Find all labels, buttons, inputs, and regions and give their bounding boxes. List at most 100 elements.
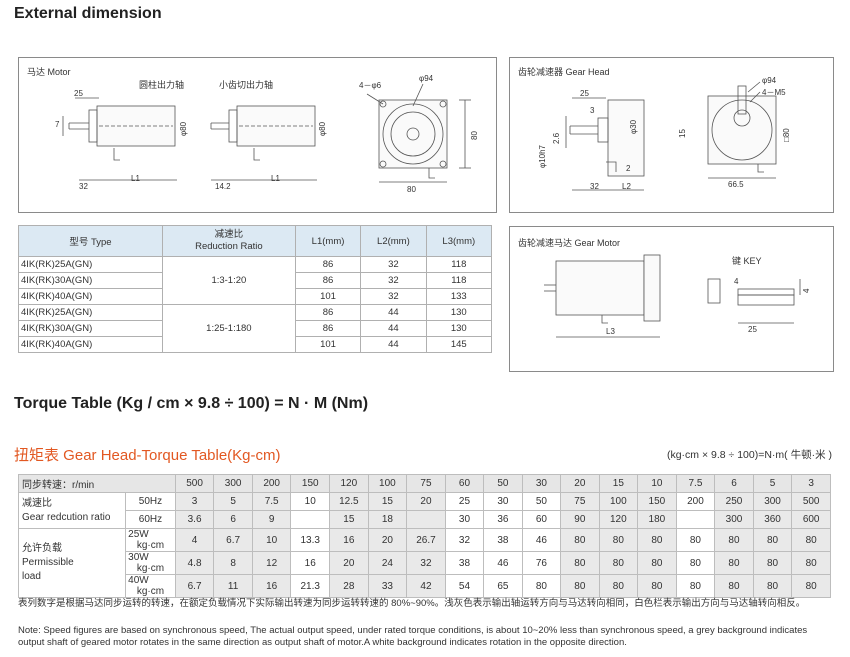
load-cell: 80 (560, 528, 600, 552)
torque-heading: Torque Table (Kg / cm × 9.8 ÷ 100) = N ·… (14, 395, 369, 412)
load-cell: 80 (714, 551, 754, 575)
spec-l1: 101 (294, 288, 362, 305)
table-row: 4IK(RK)25A(GN) 1:25-1:180 86 44 130 (18, 304, 493, 353)
load-cell: 76 (521, 551, 562, 575)
ratio-cell: 12.5 (329, 492, 369, 511)
ratio-cell: 15 (367, 492, 408, 511)
spec-header-l2: L2(mm) (360, 225, 427, 257)
spec-l1: 86 (294, 320, 362, 337)
gh-dim-15: 15 (678, 129, 687, 138)
torque-unit-note: (kg·cm × 9.8 ÷ 100)=N·m( 牛顿·米 ) (666, 449, 832, 461)
spec-type: 4IK(RK)25A(GN) (18, 256, 163, 273)
load-cell: 12 (251, 551, 292, 575)
motor-dim-7: 7 (55, 120, 60, 129)
motor-dim-phi94: φ94 (419, 74, 434, 83)
spec-l1: 86 (294, 304, 362, 321)
ratio-cell: 360 (752, 510, 793, 529)
ratio-cell: 3.6 (174, 510, 215, 529)
sync-speed-label: 同步转速：r/min (18, 474, 176, 493)
load-cell: 80 (791, 574, 831, 598)
torque-table-title: 扭矩表 Gear Head-Torque Table(Kg-cm) (14, 447, 281, 464)
torque-table: 同步转速：r/min 500 300 200 150 120 100 75 60… (17, 474, 831, 598)
gh-dim-32: 32 (590, 182, 599, 191)
spec-l1: 101 (294, 336, 362, 353)
spec-l2: 44 (360, 304, 427, 321)
load-cell: 42 (406, 574, 446, 598)
ratio-cell: 20 (406, 492, 446, 511)
ratio-cell: 90 (560, 510, 600, 529)
spec-l2: 44 (360, 336, 427, 353)
load-cell: 6.7 (174, 574, 215, 598)
load-cell: 80 (598, 551, 639, 575)
speed-cell: 150 (290, 474, 331, 493)
load-cell: 4 (174, 528, 215, 552)
motor-dimension-panel: 马达 Motor 圆柱出力轴 小齿切出力轴 (18, 57, 497, 213)
spec-type: 4IK(RK)40A(GN) (18, 336, 163, 353)
load-cell: 26.7 (406, 528, 446, 552)
load-cell: 80 (791, 551, 831, 575)
motor-dim-14: 14.2 (215, 182, 231, 191)
motor-dim-phi80: φ80 (179, 121, 188, 136)
ratio-cell (290, 510, 331, 529)
load-cell: 13.3 (290, 528, 331, 552)
load-cell: 32 (444, 528, 485, 552)
speed-cell: 10 (637, 474, 677, 493)
spec-header-l1: L1(mm) (294, 225, 362, 257)
gearmotor-dimension-panel: 齿轮减速马达 Gear Motor 键 KEY L3 25 4 4 (509, 226, 834, 372)
load-cell: 80 (791, 528, 831, 552)
load-cell: 28 (329, 574, 369, 598)
load-cell: 80 (598, 528, 639, 552)
speed-cell: 75 (406, 474, 446, 493)
spec-header-l3: L3(mm) (425, 225, 493, 257)
speed-cell: 7.5 (675, 474, 716, 493)
ratio-cell: 50 (521, 492, 562, 511)
load-cell: 80 (675, 528, 716, 552)
ratio-cell: 100 (598, 492, 639, 511)
spec-type: 4IK(RK)30A(GN) (18, 320, 163, 337)
gh-dim-2: 2 (626, 164, 631, 173)
spec-l1: 86 (294, 272, 362, 289)
gh-dim-phi30: φ30 (629, 119, 638, 134)
speed-cell: 500 (174, 474, 215, 493)
ratio-cell (675, 510, 716, 529)
gearmotor-dim-4b: 4 (802, 288, 811, 293)
load-cell: 8 (213, 551, 253, 575)
ratio-cell: 500 (791, 492, 831, 511)
motor-dim-80-bottom: 80 (407, 185, 416, 194)
load-cell: 16 (290, 551, 331, 575)
load-cell: 80 (752, 528, 793, 552)
spec-l3: 130 (425, 304, 493, 321)
spec-type: 4IK(RK)40A(GN) (18, 288, 163, 305)
load-cell: 80 (637, 551, 677, 575)
ratio-cell: 300 (752, 492, 793, 511)
ratio-cell: 300 (714, 510, 754, 529)
load-cell: 54 (444, 574, 485, 598)
speed-cell: 5 (752, 474, 793, 493)
speed-cell: 15 (598, 474, 639, 493)
spec-ratio: 1:3-1:20 (161, 256, 296, 305)
speed-cell: 60 (444, 474, 485, 493)
speed-cell: 6 (714, 474, 754, 493)
ratio-cell: 60 (521, 510, 562, 529)
gearmotor-drawing (544, 254, 801, 338)
load-cell: 80 (714, 574, 754, 598)
gh-dim-26: 2.6 (552, 132, 561, 144)
load-cell: 46 (483, 551, 523, 575)
spec-l3: 145 (425, 336, 493, 353)
ratio-cell: 30 (444, 510, 485, 529)
speed-cell: 300 (213, 474, 253, 493)
gearmotor-key-label: 键 KEY (732, 256, 762, 266)
ratio-cell: 180 (637, 510, 677, 529)
spec-l1: 86 (294, 256, 362, 273)
motor-dim-l1b: L1 (271, 174, 280, 183)
spec-header-type: 型号 Type (18, 225, 163, 257)
speed-cell: 50 (483, 474, 523, 493)
gh-dim-25: 25 (580, 89, 589, 98)
ratio-cell: 150 (637, 492, 677, 511)
spec-l3: 133 (425, 288, 493, 305)
load-cell: 80 (598, 574, 639, 598)
